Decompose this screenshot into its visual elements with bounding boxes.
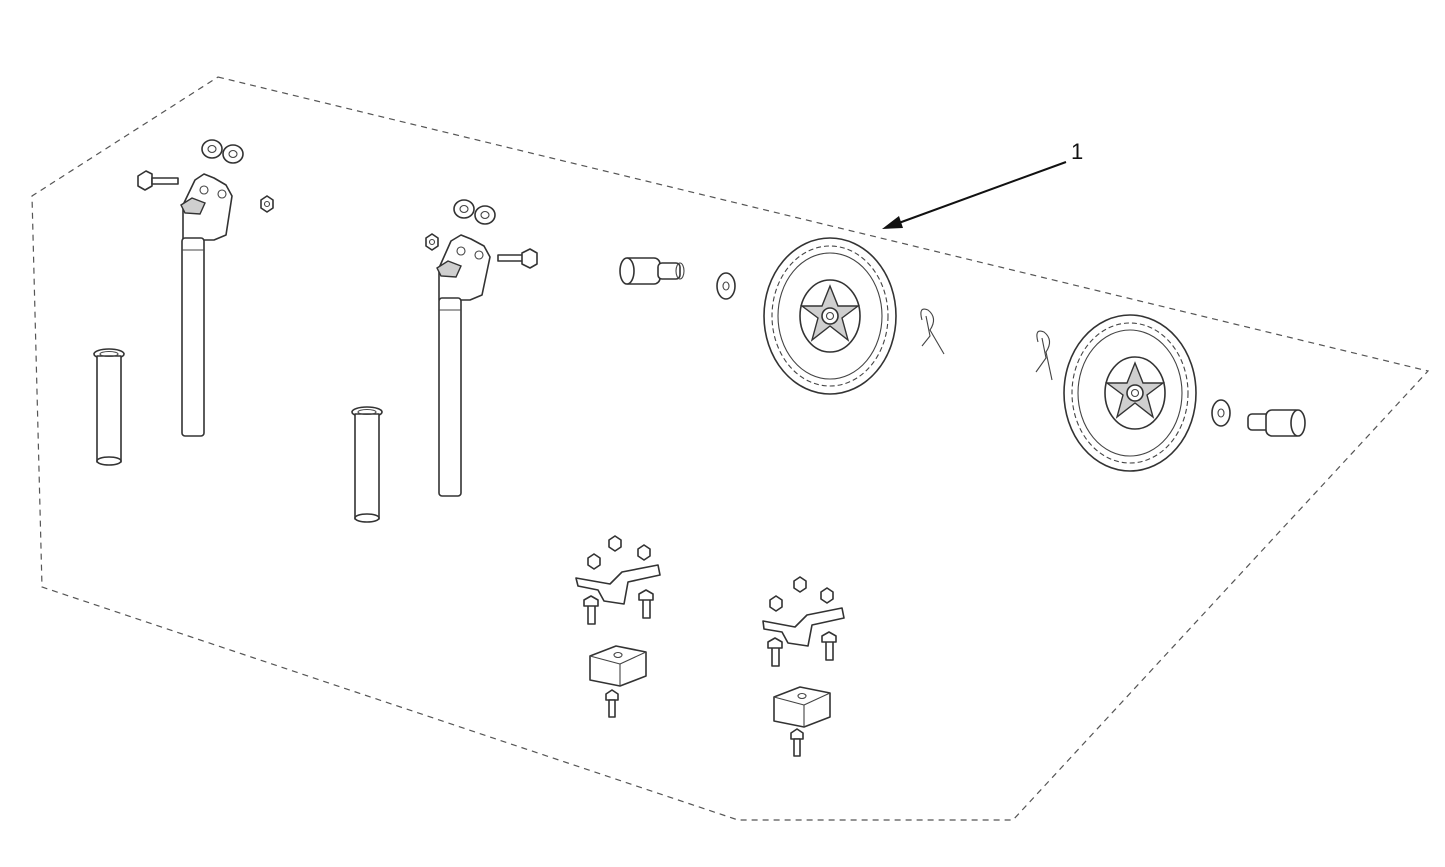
callout-leader-line [895,161,1067,225]
washer-axle-right [1211,399,1231,427]
leg-pole-left [180,173,233,437]
screw-foot-bottom-right [790,728,804,757]
washer-pair-middle [453,199,496,225]
foot-bracket-left [575,564,661,605]
nuts-foot-right [769,576,834,612]
callout-label: 1 [1071,139,1083,164]
leg-sleeve-middle [351,406,383,523]
hairpin-clip-left [920,308,945,355]
rubber-foot-right [773,686,831,728]
leg-sleeve-left [93,348,125,466]
foot-bracket-assembly-right [762,576,845,757]
nut-left [260,195,274,213]
rubber-foot-left [589,645,647,687]
wheel-right [1063,314,1197,472]
bolt-left [137,170,179,191]
axle-pin-left [619,257,685,285]
leg-pole-middle [436,234,491,497]
callout-1: 1 [882,139,1083,229]
foot-bracket-right [762,607,845,647]
leg-assembly-left [93,139,274,466]
screws-foot-right [767,631,837,667]
hairpin-clip-right [1035,330,1053,381]
bolt-middle [497,248,538,269]
callout-arrowhead [882,216,903,229]
nuts-foot-left [587,535,651,570]
screw-foot-bottom-left [605,689,619,718]
axle-pin-right [1247,409,1306,437]
wheel-left [763,237,897,395]
leg-assembly-middle [351,199,538,523]
washer-pair-left [201,139,244,164]
foot-bracket-assembly-left [575,535,661,718]
washer-axle-left [716,272,736,300]
screws-foot-left [583,589,654,625]
nut-middle [425,233,439,251]
kit-boundary-outline [31,76,1430,821]
